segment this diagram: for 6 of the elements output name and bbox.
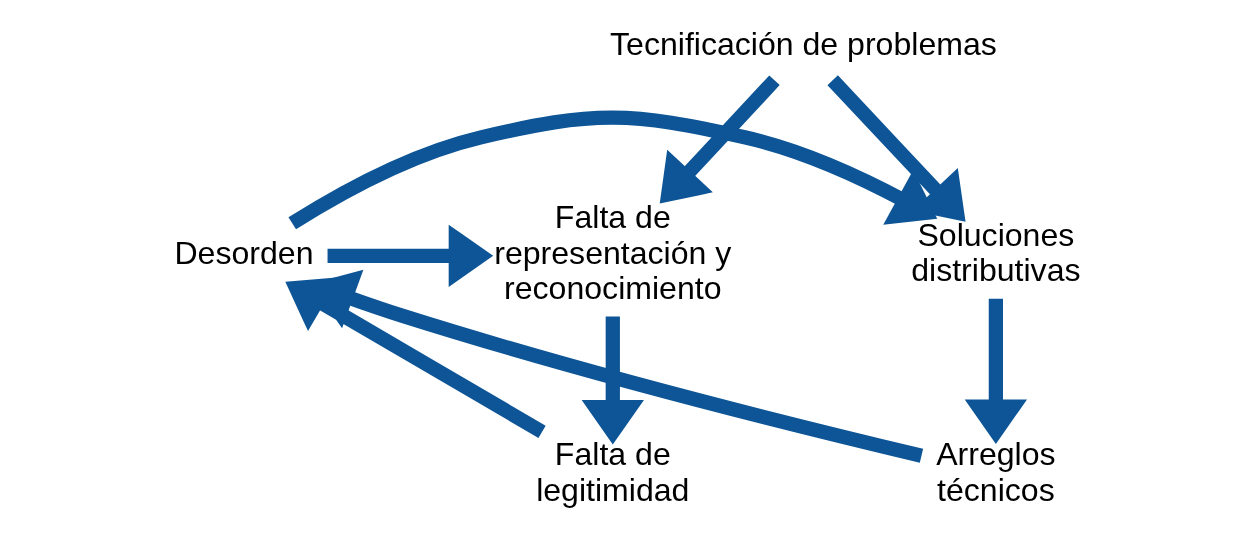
node-text: Arreglos técnicos	[935, 435, 1056, 508]
node-text: Tecnificación de problemas	[609, 26, 997, 63]
node-text: Desorden	[173, 234, 313, 271]
node-text: Soluciones distributivas	[910, 216, 1081, 289]
node-text: Falta de representación y reconocimiento	[493, 199, 731, 307]
node-text: Falta de legitimidad	[535, 435, 689, 508]
